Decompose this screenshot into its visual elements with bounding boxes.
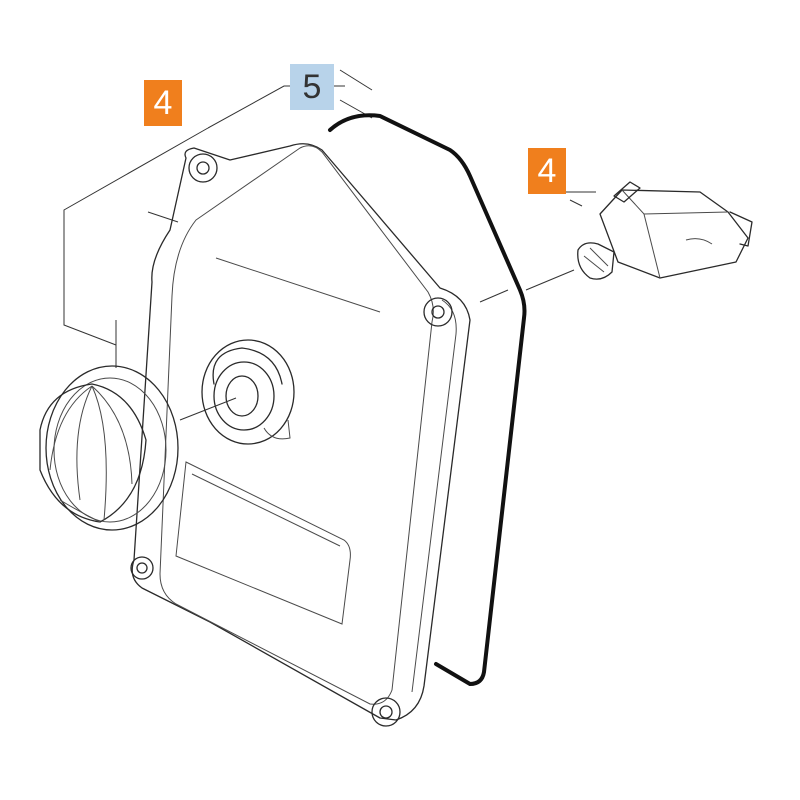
callout-4-knob: 4 <box>144 80 182 126</box>
mounting-boss-bottom <box>371 697 401 727</box>
mounting-boss-right <box>423 297 453 327</box>
callout-4-switch: 4 <box>528 148 566 194</box>
switch <box>577 181 753 280</box>
cover-plate <box>130 143 471 727</box>
mounting-boss-left <box>130 556 154 580</box>
knob <box>39 365 179 531</box>
gasket <box>328 113 527 686</box>
callout-5-gasket: 5 <box>290 64 334 110</box>
mounting-boss-top <box>188 153 218 183</box>
